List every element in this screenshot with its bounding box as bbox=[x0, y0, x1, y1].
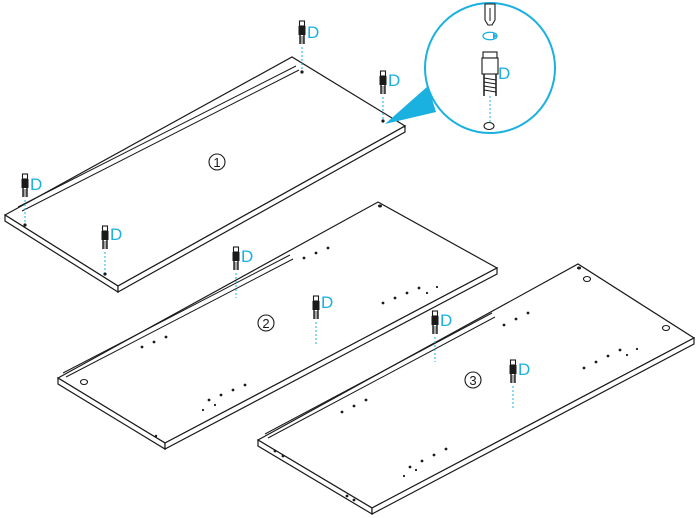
cam-bolt-icon bbox=[481, 51, 499, 122]
bolt-label: D bbox=[518, 360, 530, 379]
bolt-label: D bbox=[321, 293, 333, 312]
panel-number-1: 1 bbox=[208, 153, 226, 171]
callout-label: D bbox=[498, 64, 510, 83]
bolt-d-7: D bbox=[430, 310, 452, 362]
detail-callout: D bbox=[385, 2, 556, 134]
bolt-d-5: D bbox=[231, 246, 253, 298]
bolt-label: D bbox=[110, 225, 122, 244]
bolt-label: D bbox=[30, 175, 42, 194]
bolt-hole bbox=[483, 121, 495, 131]
screwdriver-icon bbox=[484, 3, 496, 26]
bolt-d-1: D bbox=[297, 20, 319, 71]
bolt-d-4: D bbox=[100, 225, 122, 273]
panel-number-2: 2 bbox=[257, 314, 275, 332]
bolt-label: D bbox=[307, 23, 319, 42]
bolt-d-6: D bbox=[311, 293, 333, 346]
svg-text:2: 2 bbox=[262, 316, 269, 331]
bolt-d-8: D bbox=[508, 359, 530, 410]
panel-number-3: 3 bbox=[464, 371, 482, 389]
svg-text:3: 3 bbox=[469, 373, 476, 388]
svg-text:1: 1 bbox=[213, 155, 220, 170]
bolt-d-2: D bbox=[378, 70, 400, 120]
bolt-label: D bbox=[388, 71, 400, 90]
panel-2 bbox=[56, 201, 499, 451]
bolt-d-3: D bbox=[20, 173, 42, 224]
rotate-arrow-icon bbox=[482, 31, 498, 41]
bolt-label: D bbox=[440, 311, 452, 330]
bolt-label: D bbox=[241, 247, 253, 266]
